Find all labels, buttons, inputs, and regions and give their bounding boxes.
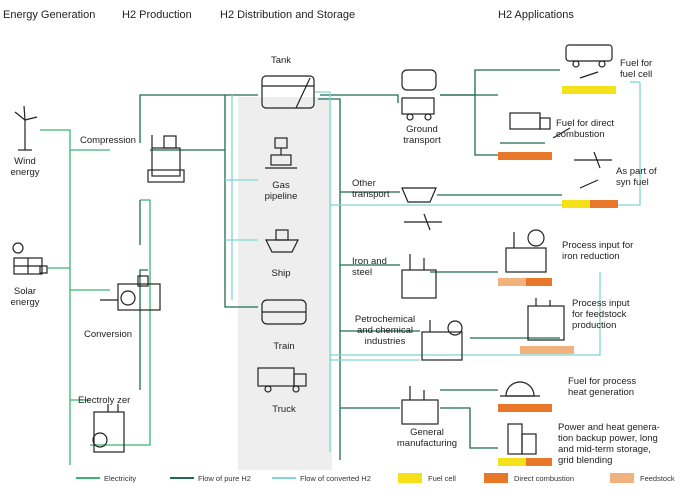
converted-h2-lines <box>225 81 641 452</box>
label-tank: Tank <box>270 55 292 66</box>
wind-turbine-icon <box>14 105 38 151</box>
label-general-manufacturing: General manufacturing <box>396 427 458 449</box>
iron-reduction-icon <box>505 229 547 273</box>
bus-icon <box>565 44 613 79</box>
legend-direct-combustion: Direct combustion <box>514 474 575 483</box>
application-bars <box>498 86 618 466</box>
train-icon <box>261 299 307 325</box>
process-heat-icon <box>500 381 540 397</box>
compression-icon <box>147 135 185 183</box>
header-h2-production: H2 Production <box>122 9 192 21</box>
label-gas-pipeline: Gas pipeline <box>264 180 298 202</box>
bar-fuel-cell-1 <box>562 86 616 94</box>
label-process-heat: Fuel for process heat generation <box>568 376 637 398</box>
label-iron-steel: Iron and steel <box>352 256 387 278</box>
label-other-transport: Other transport <box>352 178 390 200</box>
label-wind-energy: Wind energy <box>10 156 40 178</box>
header-h2-distribution: H2 Distribution and Storage <box>220 9 356 21</box>
bar-direct-combustion-4 <box>498 404 552 412</box>
ground-transport-icon <box>401 69 437 121</box>
label-electrolyzer: Electroly zer <box>78 395 131 406</box>
header-energy-generation: Energy Generation <box>3 9 96 21</box>
bar-direct-combustion-3 <box>526 278 552 286</box>
label-ship: Ship <box>271 268 291 279</box>
bar-feedstock-1 <box>498 278 526 286</box>
label-ground-transport: Ground transport <box>403 124 441 146</box>
distribution-panel <box>238 97 332 470</box>
bar-direct-combustion-2 <box>590 200 618 208</box>
label-feedstock-production: Process input for feedstock production <box>572 298 630 331</box>
label-truck: Truck <box>272 404 296 415</box>
iron-steel-icon <box>401 254 437 299</box>
label-conversion: Conversion <box>84 329 133 340</box>
bar-fuel-cell-2 <box>562 200 590 208</box>
label-power-heat: Power and heat genera- tion backup power… <box>558 422 660 466</box>
label-petrochemical: Petrochemical and chemical industries <box>354 314 416 347</box>
bar-direct-combustion-5 <box>526 458 552 466</box>
label-fuel-for-fuel-cell: Fuel for fuel cell <box>620 58 653 80</box>
legend-feedstock-swatch <box>610 473 634 483</box>
legend-pure-h2: Flow of pure H2 <box>198 474 251 483</box>
feedstock-icon <box>527 298 565 341</box>
bar-fuel-cell-3 <box>498 458 526 466</box>
label-compression: Compression <box>80 135 136 146</box>
plane-fuel-icon <box>574 151 612 189</box>
legend-electricity: Electricity <box>104 474 137 483</box>
bar-direct-combustion-1 <box>498 152 552 160</box>
other-transport-icon <box>401 187 442 231</box>
label-direct-combustion-fuel: Fuel for direct combustion <box>556 118 615 140</box>
legend-fuel-cell: Fuel cell <box>428 474 456 483</box>
legend-direct-swatch <box>484 473 508 483</box>
legend-swatches <box>76 473 634 483</box>
label-synfuel: As part of syn fuel <box>616 166 657 188</box>
bar-feedstock-2 <box>520 346 574 354</box>
truck-fuel-icon <box>509 112 571 139</box>
manufacturing-icon <box>401 386 439 425</box>
legend-converted-h2: Flow of converted H2 <box>300 474 371 483</box>
truck-icon <box>257 367 307 393</box>
electricity-lines <box>40 129 151 465</box>
label-solar-energy: Solar energy <box>10 286 40 308</box>
solar-panel-icon <box>12 242 48 275</box>
power-storage-icon <box>507 423 537 455</box>
conversion-icon <box>100 275 161 311</box>
tank-icon <box>261 75 315 109</box>
pure-h2-lines <box>139 69 562 460</box>
label-iron-reduction: Process input for iron reduction <box>562 240 634 262</box>
ship-icon <box>265 229 299 253</box>
legend-feedstock: Feedstock <box>640 474 675 483</box>
label-train: Train <box>273 341 295 352</box>
petrochemical-icon <box>421 320 463 361</box>
legend-fuel-cell-swatch <box>398 473 422 483</box>
electrolyzer-icon <box>92 404 125 453</box>
header-h2-applications: H2 Applications <box>498 9 574 21</box>
gas-pipeline-icon <box>265 137 297 169</box>
